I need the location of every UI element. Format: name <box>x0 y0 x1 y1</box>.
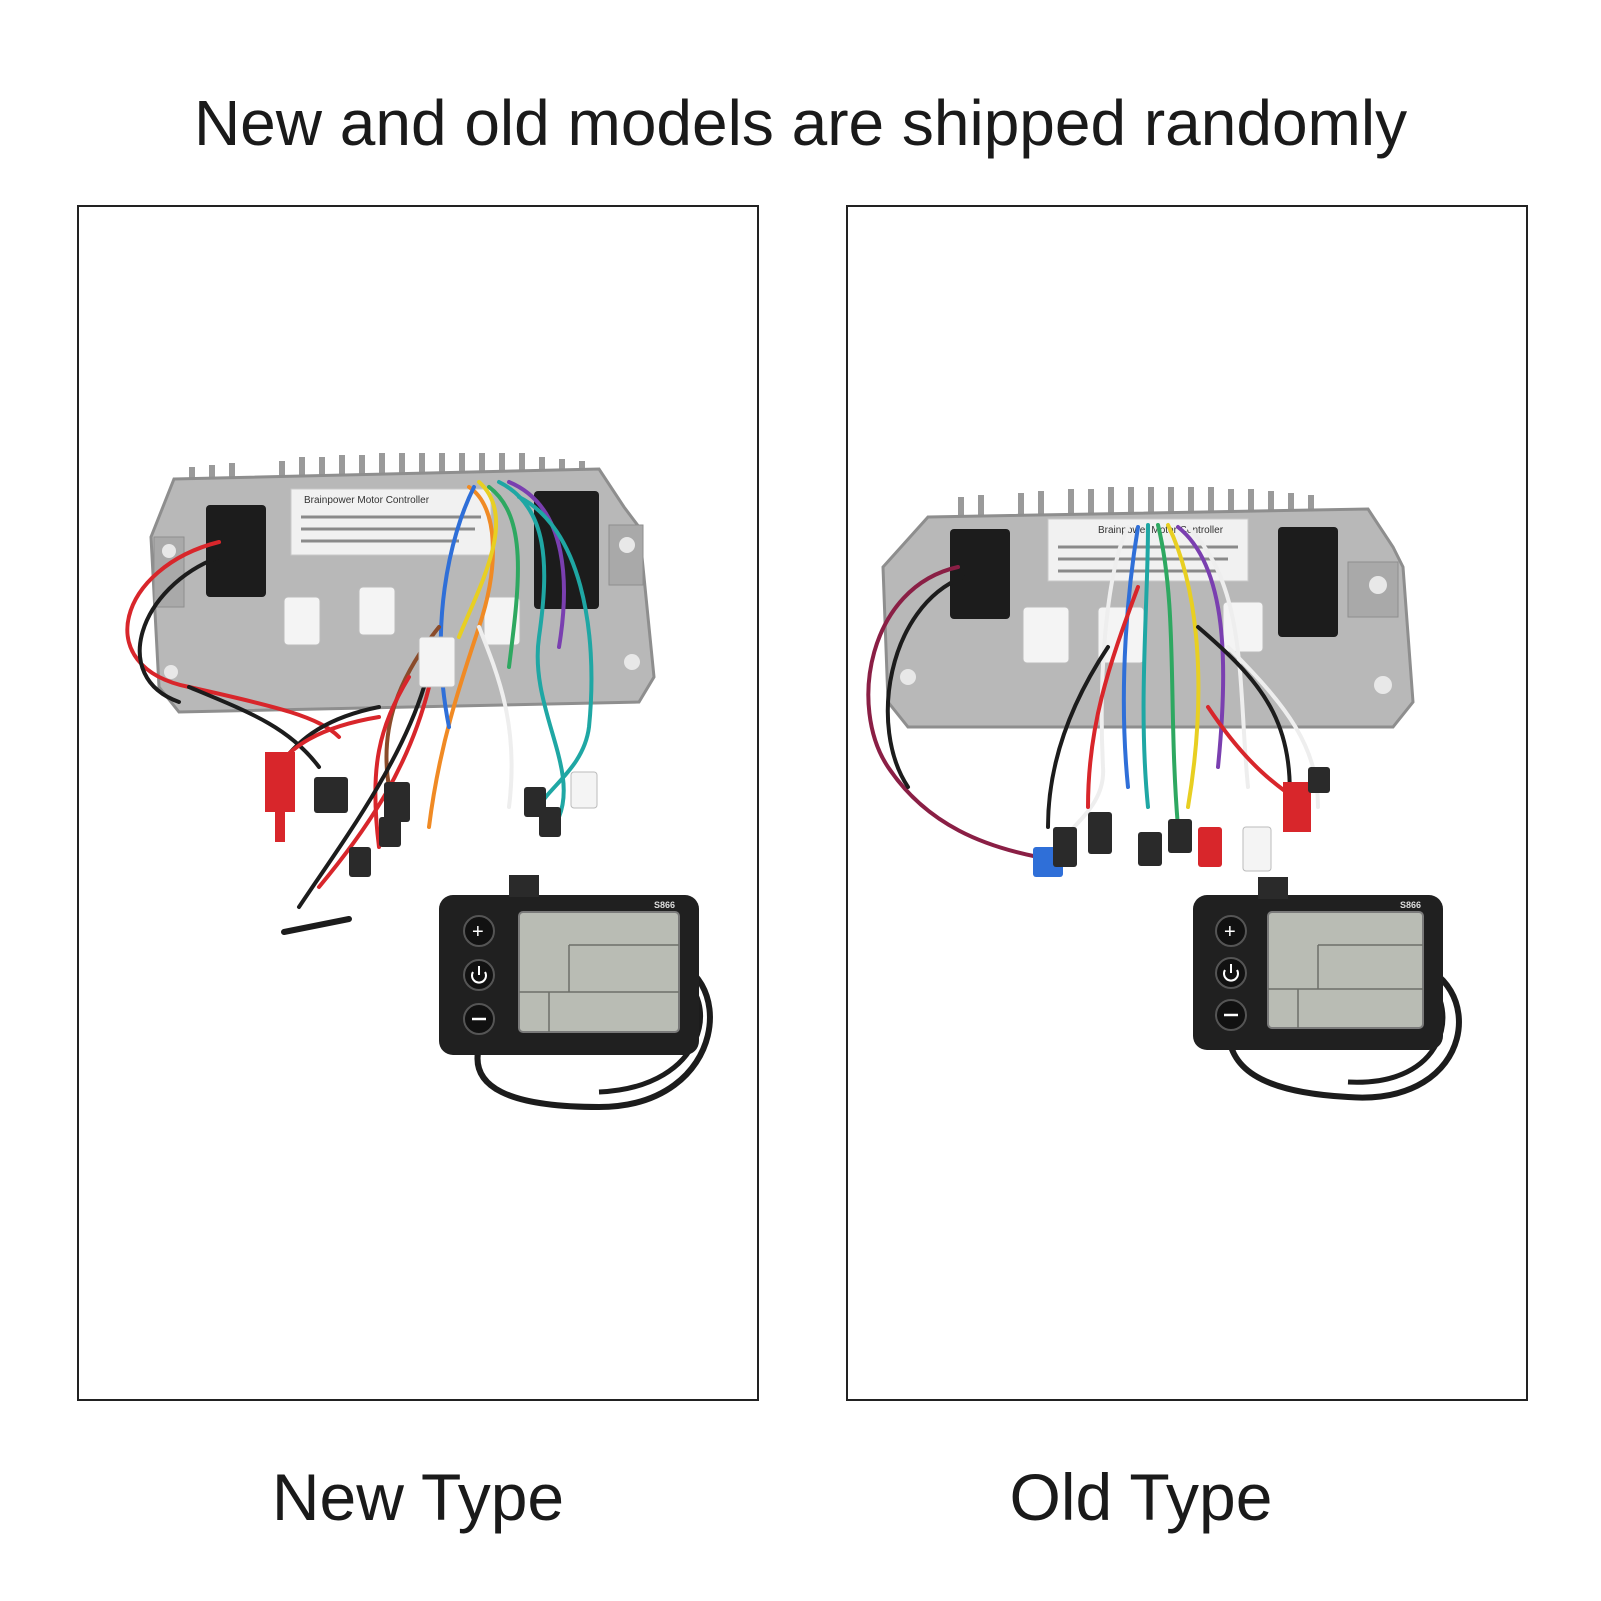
s866-display: S866 + <box>439 875 699 1055</box>
display-cable <box>1225 959 1462 1101</box>
wire-harness <box>125 480 594 909</box>
left-capacitor-block <box>206 505 266 597</box>
svg-text:+: + <box>472 921 484 943</box>
svg-text:+: + <box>1224 921 1236 943</box>
display-model-label: S866 <box>654 900 675 910</box>
lcd-screen <box>518 911 680 1033</box>
headline: New and old models are shipped randomly <box>193 87 1408 159</box>
white-plug <box>418 636 456 688</box>
red-plug <box>1283 782 1311 832</box>
white-plug <box>1242 826 1272 872</box>
new-type-caption: New Type <box>271 1460 565 1534</box>
display-model-label: S866 <box>1400 900 1421 910</box>
lcd-screen <box>1267 911 1424 1029</box>
controller-housing <box>149 467 656 714</box>
old-type-caption: Old Type <box>1009 1460 1273 1534</box>
plus-button-icon <box>1215 915 1247 947</box>
s866-display: S866 + <box>1193 877 1443 1050</box>
display-cable <box>474 954 713 1111</box>
red-plug <box>265 752 295 812</box>
old-type-panel: Brainpower Motor Controller <box>846 205 1528 1401</box>
new-type-panel: Brainpower Motor Controller <box>77 205 759 1401</box>
wire-harness <box>866 523 1320 859</box>
heatsink-fins <box>958 487 1314 519</box>
right-capacitor-block <box>1278 527 1338 637</box>
plus-button-icon <box>463 915 495 947</box>
left-capacitor-block <box>950 529 1010 619</box>
new-type-product-photo: Brainpower Motor Controller <box>125 453 713 1111</box>
old-type-product-photo: Brainpower Motor Controller <box>866 487 1462 1101</box>
controller-label-text: Brainpower Motor Controller <box>304 495 430 506</box>
